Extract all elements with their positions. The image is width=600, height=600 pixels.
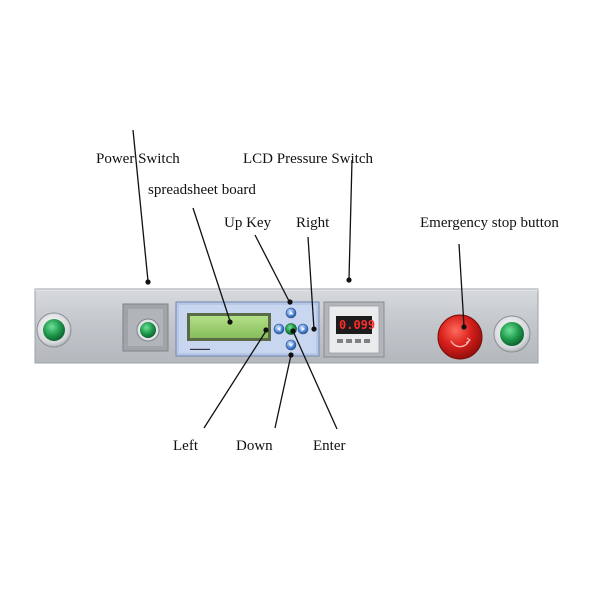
- label-left: Left: [173, 438, 199, 454]
- label-right: Right: [296, 215, 330, 231]
- leader-spreadsheet-board: [192, 207, 231, 322]
- up-key[interactable]: [285, 307, 297, 319]
- label-down: Down: [236, 438, 273, 454]
- left-key[interactable]: [273, 323, 285, 335]
- leader-lcd-pressure-switch: [348, 159, 353, 280]
- label-up-key: Up Key: [224, 215, 272, 231]
- power-switch[interactable]: [122, 303, 169, 352]
- pressure-readout: 0.099: [339, 318, 375, 332]
- leader-down: [274, 354, 292, 429]
- leader-up-key: [254, 234, 290, 302]
- label-lcd-pressure-switch: LCD Pressure Switch: [243, 151, 373, 167]
- right-indicator-lamp: [493, 315, 531, 353]
- label-enter: Enter: [313, 438, 345, 454]
- label-emergency-stop: Emergency stop button: [420, 215, 559, 231]
- enter-key[interactable]: [285, 323, 297, 335]
- leader-right: [307, 236, 315, 330]
- label-spreadsheet-board: spreadsheet board: [148, 182, 256, 198]
- leader-power-switch: [132, 129, 149, 282]
- leader-lines: [132, 129, 467, 430]
- down-key[interactable]: [285, 339, 297, 351]
- board-brand-text: ▬▬▬▬▬: [190, 346, 210, 351]
- emergency-stop-button[interactable]: [437, 314, 483, 360]
- label-power-switch: Power Switch: [96, 151, 180, 167]
- leader-left: [203, 330, 267, 429]
- left-indicator-lamp: [36, 312, 72, 348]
- leader-enter: [292, 330, 338, 430]
- lcd-pressure-switch: 0.099: [323, 301, 385, 358]
- right-key[interactable]: [297, 323, 309, 335]
- leader-emergency-stop: [458, 243, 465, 327]
